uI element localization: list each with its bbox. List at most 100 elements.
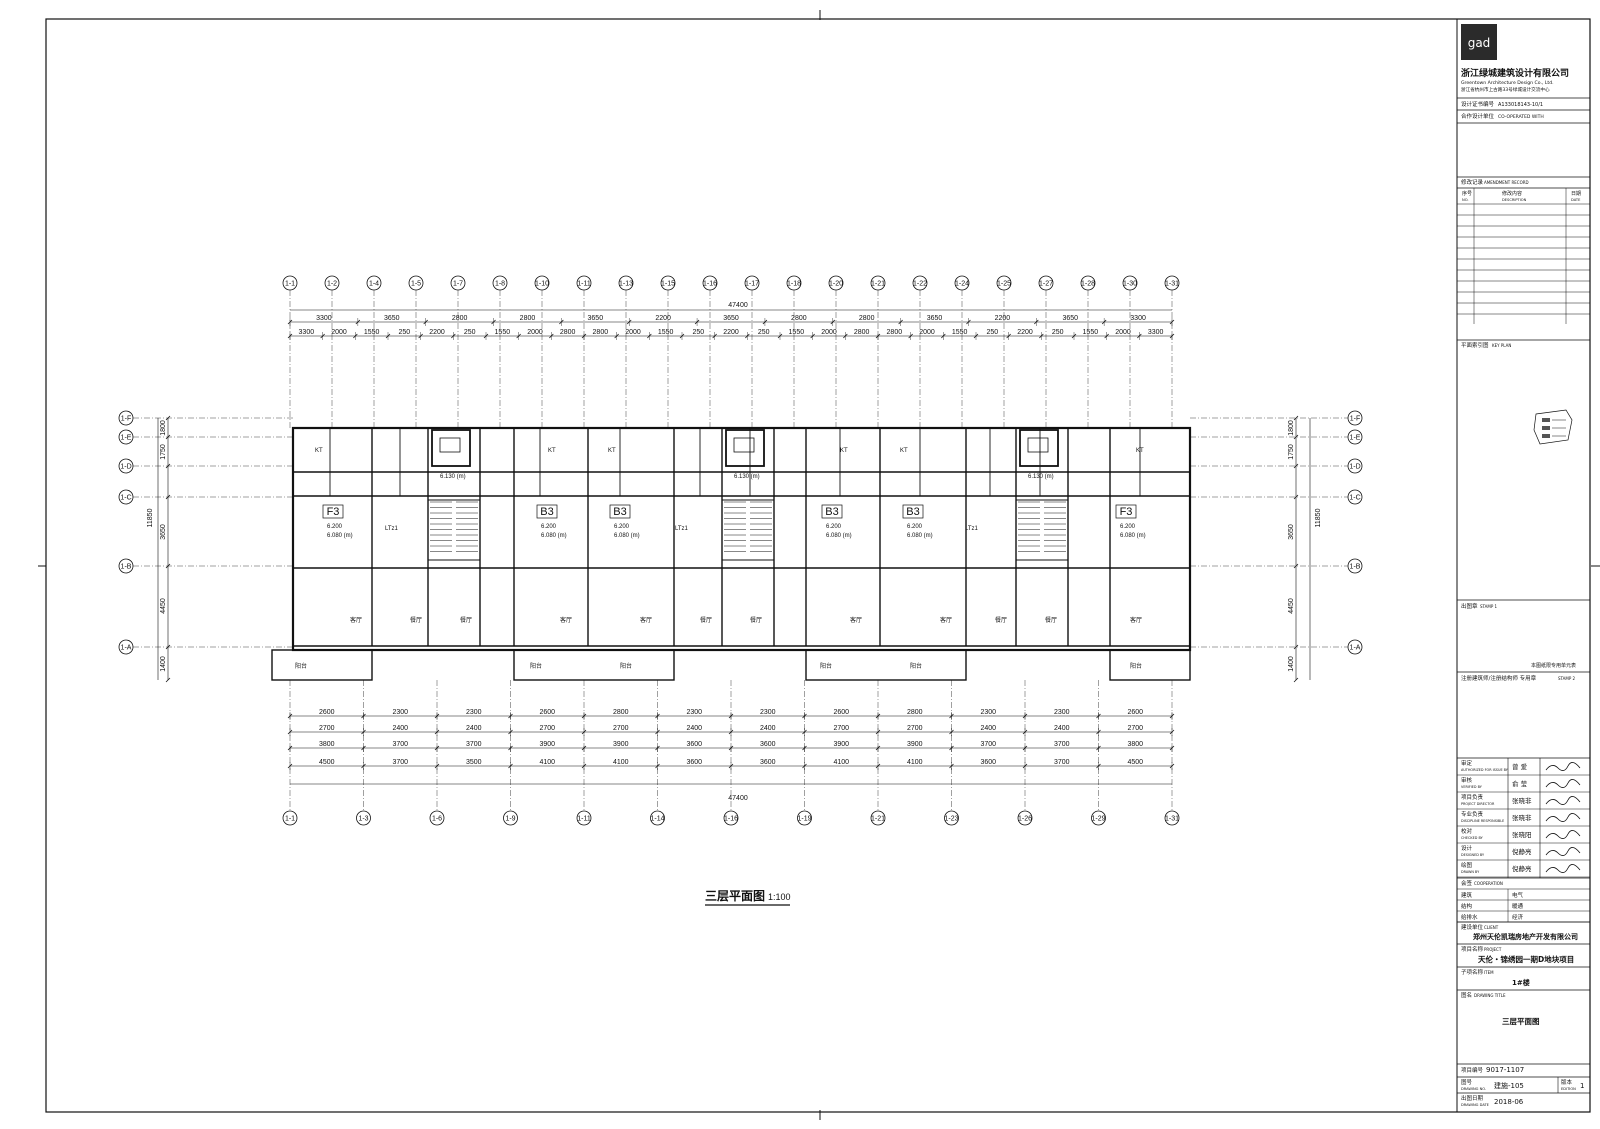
dim-label: 250	[986, 329, 998, 336]
axis-label: 1-22	[913, 281, 927, 288]
revision-label: 修改记录	[1461, 178, 1484, 186]
axis-label: 1-26	[1018, 816, 1032, 823]
dim-label: 3600	[980, 759, 996, 766]
dim-label: 2300	[466, 709, 482, 716]
axis-label: 1-23	[944, 816, 958, 823]
axis-label: 1-1	[285, 816, 295, 823]
client-label: 建设单位	[1461, 923, 1484, 931]
client-label-en: CLIENT	[1484, 925, 1499, 930]
dim-label: 2400	[686, 725, 702, 732]
role-label: 专业负责	[1461, 810, 1484, 818]
dim-label: 2700	[613, 725, 629, 732]
room-dining: 餐厅	[750, 616, 762, 624]
room-balcony: 阳台	[620, 662, 632, 670]
dim-label: 2400	[760, 725, 776, 732]
role-label: 审定	[1461, 759, 1473, 767]
unit-area-2: 6.080 (m)	[327, 533, 353, 539]
dim-label: 250	[398, 329, 410, 336]
room-balcony: 阳台	[1130, 662, 1142, 670]
room-living: 客厅	[850, 616, 862, 624]
room-stair: LTz1	[385, 526, 399, 532]
room-kitchen: KT	[548, 448, 556, 454]
overall-dim-right: 11850	[1315, 508, 1322, 527]
dim-label: 1400	[160, 656, 167, 672]
axis-label: 1-2	[327, 281, 337, 288]
plan-title: 三层平面图	[705, 889, 765, 903]
dim-label: 3900	[613, 741, 629, 748]
dim-label: 2700	[539, 725, 555, 732]
dim-label: 3300	[1148, 329, 1164, 336]
dim-label: 3300	[299, 329, 315, 336]
dim-label: 3700	[1054, 741, 1070, 748]
dim-label: 2200	[723, 329, 739, 336]
dim-label: 3600	[760, 759, 776, 766]
dim-label: 2600	[539, 709, 555, 716]
signature-scribble	[1545, 847, 1581, 856]
axis-bubble	[576, 810, 592, 826]
overall-dim-top: 47400	[728, 302, 748, 309]
coop-row-b: 暖通	[1512, 902, 1524, 910]
axis-label: 1-D	[120, 464, 131, 471]
dim-label: 1750	[1288, 444, 1295, 460]
axis-label: 1-19	[797, 816, 811, 823]
axis-label: 1-10	[535, 281, 549, 288]
coop-row-a: 给排水	[1461, 913, 1478, 921]
dim-label: 3900	[833, 741, 849, 748]
keyplan-sketch	[1533, 409, 1573, 445]
dim-label: 2300	[686, 709, 702, 716]
dim-label: 2800	[887, 329, 903, 336]
dim-label: 2400	[1054, 725, 1070, 732]
dim-label: 3650	[384, 315, 400, 322]
drawing-no-label-en: DRAWING NO.	[1461, 1087, 1486, 1091]
joint-value: CO-OPERATED WITH	[1498, 114, 1544, 120]
axis-label: 1-7	[453, 281, 463, 288]
room-dining: 餐厅	[1045, 616, 1057, 624]
revision-label-en: AMENDMENT RECORD	[1484, 180, 1529, 185]
unit-area-2: 6.080 (m)	[1120, 533, 1146, 539]
room-kitchen: KT	[315, 448, 323, 454]
axis-label: 1-A	[121, 645, 132, 652]
dim-label: 4500	[1127, 759, 1143, 766]
axis-label: 1-1	[285, 281, 295, 288]
unit-area-2: 6.080 (m)	[907, 533, 933, 539]
dim-label: 1550	[364, 329, 380, 336]
dim-label: 2800	[907, 709, 923, 716]
unit-area: 6.200	[826, 524, 842, 530]
room-kitchen: KT	[840, 448, 848, 454]
project-label: 项目名称	[1461, 945, 1484, 953]
dim-label: 250	[758, 329, 770, 336]
room-level: 6.130 (m)	[734, 474, 760, 480]
cooperation-table: 会签 COOPERATION 建筑电气结构暖通给排水经济	[1457, 877, 1590, 923]
drawing-no-label: 图号	[1461, 1078, 1473, 1086]
role-label-en: VERIFIED BY	[1461, 785, 1483, 789]
room-living: 客厅	[350, 616, 362, 624]
rev-col-desc-en: DESCRIPTION	[1502, 198, 1527, 202]
dim-label: 2400	[392, 725, 408, 732]
dim-label: 2000	[919, 329, 935, 336]
dim-label: 3500	[466, 759, 482, 766]
signature-scribble	[1545, 762, 1581, 771]
unit-area: 6.200	[1120, 524, 1136, 530]
role-label-en: DISCIPLINE RESPONSIBLE	[1461, 819, 1504, 823]
axis-label: 1-E	[1350, 435, 1361, 442]
role-label-en: CHECKED BY	[1461, 836, 1484, 840]
room-stair: LTz1	[675, 526, 689, 532]
role-label: 绘图	[1461, 861, 1473, 869]
cert-label: 设计证书编号	[1461, 100, 1495, 108]
note-line: 本图纸限专用单元表	[1531, 662, 1576, 669]
unit-area: 6.200	[614, 524, 630, 530]
axis-bubble	[797, 810, 812, 826]
role-label: 设计	[1461, 844, 1473, 852]
unit-area: 6.200	[907, 524, 923, 530]
plan-scale: 1:100	[768, 892, 791, 902]
role-label-en: DESIGNED BY	[1461, 853, 1485, 857]
axis-label: 1-17	[745, 281, 759, 288]
dim-label: 3300	[316, 315, 332, 322]
room-balcony: 阳台	[820, 662, 832, 670]
dim-label: 2600	[833, 709, 849, 716]
stamp2-label-en: STAMP 2	[1558, 676, 1576, 681]
dim-label: 2800	[613, 709, 629, 716]
dim-label: 3300	[1130, 315, 1146, 322]
